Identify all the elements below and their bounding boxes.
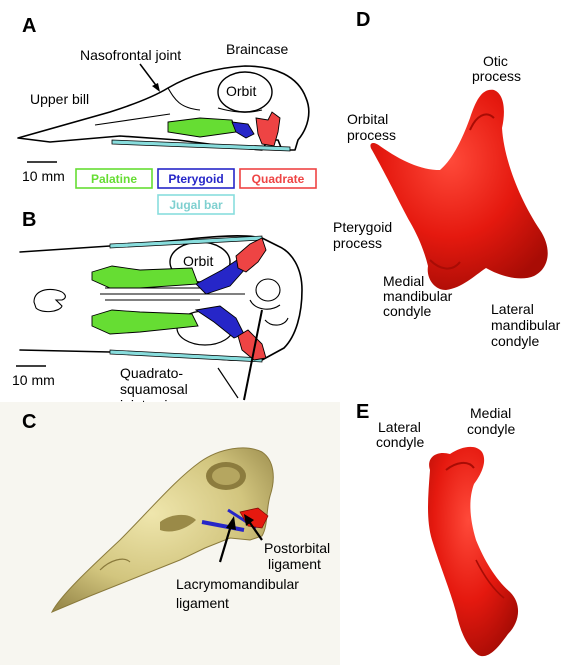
panel-b: B Orbit 10 mm Quadrato- squamosa [12,209,303,413]
pterygoid-label-1: Pterygoid [333,219,392,235]
joint-axis-pointer [217,367,239,399]
quadrate-3d-e [428,446,519,657]
nasofrontal-arrow [139,63,159,89]
legend-jugal-box [157,194,235,215]
lacrymo-label-1: Lacrymomandibular [176,576,299,592]
lacrymo-arrowhead [226,516,236,530]
braincase-label: Braincase [226,41,288,57]
otic-label-1: Otic [483,53,508,69]
panel-c-letter: C [22,411,36,433]
palatine-a [167,117,237,138]
lateral-condyle-label-1: Lateral [378,419,421,435]
skull-ventral-outline [19,235,303,361]
nasofrontal-joint-label: Nasofrontal joint [80,47,181,63]
upper-bill-label: Upper bill [30,91,89,107]
quadrate-b-bottom [237,329,267,361]
medial-condyle-label-1: Medial [470,405,511,421]
nostril-b [33,288,66,313]
panel-c: C Postorbital ligament Lacrymomandibular… [0,402,340,665]
joint-axis-line [243,309,263,401]
shaft-ridge-e [475,559,505,599]
panel-e: E Lateral condyle Medial condyle [356,401,519,657]
panel-a: A Nasofrontal joint Braincase Upper bill… [17,15,310,184]
quadrate-3d-d [370,89,548,290]
condyle-ridge-e [445,462,475,471]
pterygoid-label-2: process [333,235,382,251]
quadrate-b-top [235,237,267,273]
medial-mand-label-1: Medial [383,273,424,289]
skull-3d-orbit-inner [212,467,240,485]
jugal-bar-a [111,139,291,152]
legend-palatine: Palatine [91,172,137,186]
lateral-mand-label-2: mandibular [491,317,561,333]
skull-suture-1 [167,87,201,111]
legend-pterygoid-box [157,168,235,189]
postorbital-label-1: Postorbital [264,540,330,556]
orbit-a [217,71,273,113]
panel-a-letter: A [22,15,36,37]
orbital-label-1: Orbital [347,111,388,127]
legend-jugal: Jugal bar [169,198,223,212]
medial-mand-label-3: condyle [383,303,431,319]
scale-b-label: 10 mm [12,372,55,388]
lateral-condyle-label-2: condyle [376,434,424,450]
braincase-detail-b [249,299,289,326]
quadrate-a [255,111,281,147]
otic-ridge [469,113,495,131]
jugal-bar-b-bottom [109,349,263,363]
axis-label-line1: Quadrato- [120,365,183,381]
panel-d: D Otic process Orbital process Pterygoid… [333,9,561,349]
lacrymo-label-2: ligament [176,595,229,611]
skull-lateral-outline [17,65,310,151]
otic-label-2: process [472,68,521,84]
foramen-b [255,278,281,302]
palatine-b-bottom [91,309,199,335]
palatine-b-top [91,265,199,289]
postorbital-arrowhead [244,514,254,526]
orbital-label-2: process [347,127,396,143]
bill-ridge [94,113,171,126]
postorbital-label-2: ligament [268,556,321,572]
orbit-b-label: Orbit [183,253,213,269]
medial-condyle-label-2: condyle [467,421,515,437]
panel-b-letter: B [22,209,36,231]
axis-label-line2: squamosal [120,381,188,397]
panel-d-letter: D [356,9,370,31]
panel-e-letter: E [356,401,369,423]
ligament-blue-1 [201,520,245,532]
legend-palatine-box [75,168,153,189]
medial-condyle-ridge [429,259,461,270]
medial-mand-label-2: mandibular [383,288,453,304]
lateral-mand-label-3: condyle [491,333,539,349]
legend-quadrate: Quadrate [252,172,305,186]
postorbital-pointer [247,519,263,541]
lateral-mand-label-1: Lateral [491,301,534,317]
legend: Palatine Pterygoid Quadrate Jugal bar [75,168,317,215]
scale-a-label: 10 mm [22,168,65,184]
pterygoid-a [231,121,255,139]
orbit-a-label: Orbit [226,83,256,99]
nasofrontal-arrowhead [152,83,160,92]
legend-quadrate-box [239,168,317,189]
skull-3d-fenestra [160,514,196,532]
legend-pterygoid: Pterygoid [168,172,223,186]
skull-3d-ridge [99,558,131,571]
